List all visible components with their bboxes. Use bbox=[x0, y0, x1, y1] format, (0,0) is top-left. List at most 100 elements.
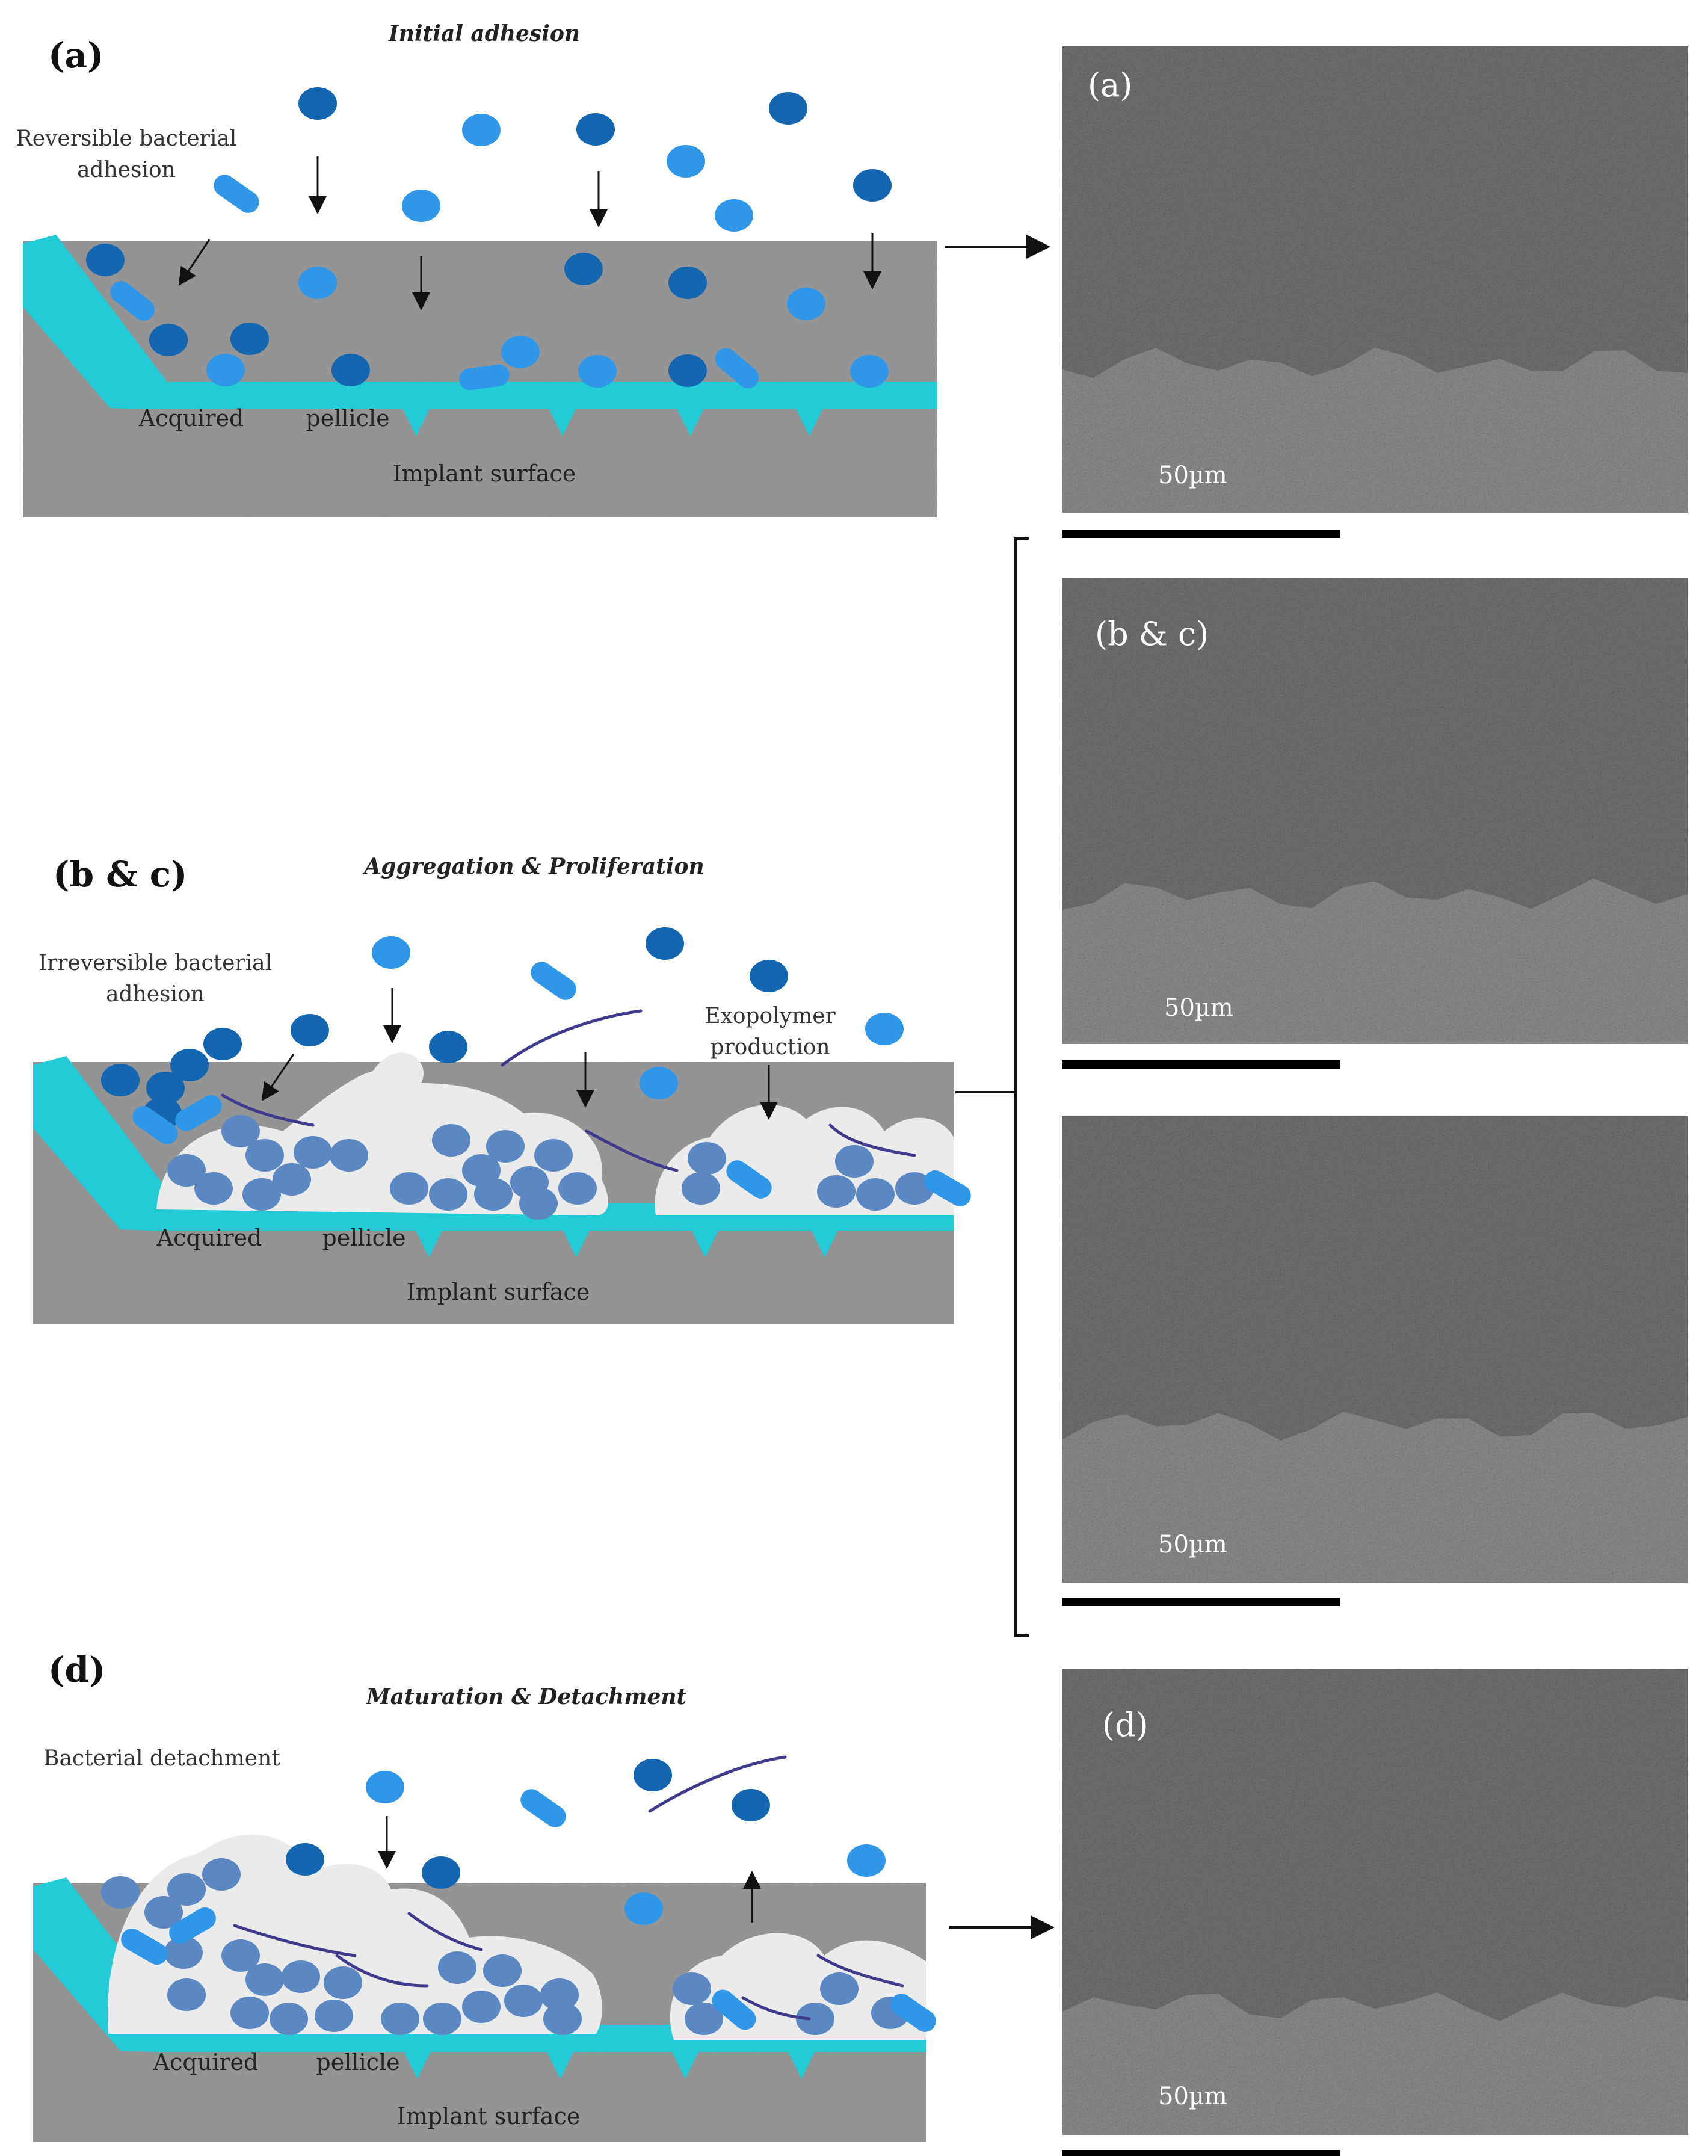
rod-bacterium bbox=[726, 1160, 772, 1199]
coccus-bacterium bbox=[273, 1163, 311, 1196]
coccus-bacterium bbox=[202, 1858, 241, 1891]
stage-bc-arrows bbox=[261, 988, 778, 1120]
coccus-bacterium bbox=[270, 2003, 308, 2035]
coccus-bacterium bbox=[847, 1844, 886, 1877]
coccus-bacterium bbox=[769, 92, 807, 125]
micrograph-implant-surface bbox=[1062, 1992, 1688, 2135]
coccus-bacterium bbox=[86, 244, 125, 276]
coccus-bacterium bbox=[146, 1072, 185, 1104]
coccus-bacterium bbox=[501, 336, 540, 368]
micrograph-bc-label: (b & c) bbox=[1095, 615, 1209, 653]
stage-bc-bacteria bbox=[101, 927, 971, 1220]
coccus-bacterium bbox=[438, 1951, 476, 1984]
coccus-bacterium bbox=[366, 1771, 404, 1803]
coccus-bacterium bbox=[685, 2003, 723, 2035]
coccus-bacterium bbox=[221, 1115, 260, 1147]
stage-d-acquired-label: Acquired bbox=[153, 2049, 259, 2075]
coccus-bacterium bbox=[298, 267, 337, 299]
coccus-bacterium bbox=[164, 1936, 203, 1969]
coccus-bacterium bbox=[294, 1136, 332, 1169]
stage-bc-note-line1: Irreversible bacterial bbox=[39, 951, 272, 975]
stage-a-pellicle-label: pellicle bbox=[306, 405, 389, 431]
micrograph-d-label: (d) bbox=[1102, 1706, 1148, 1744]
coccus-bacterium bbox=[101, 1876, 140, 1909]
coccus-bacterium bbox=[429, 1031, 467, 1063]
stage-d-diagram: (d) Maturation & Detachment Bacterial de… bbox=[33, 1649, 936, 2142]
coccus-bacterium bbox=[564, 253, 603, 285]
stage-bc-diagram: (b & c) Aggregation & Proliferation Irre… bbox=[33, 854, 971, 1324]
coccus-bacterium bbox=[402, 190, 440, 222]
coccus-bacterium bbox=[865, 1013, 904, 1045]
coccus-bacterium bbox=[732, 1789, 770, 1821]
coccus-bacterium bbox=[856, 1178, 895, 1211]
rod-bacterium bbox=[520, 1789, 566, 1827]
micrograph-c-scale: 50µm bbox=[1158, 1531, 1227, 1558]
exopolymer-strand bbox=[585, 1129, 679, 1172]
coccus-bacterium bbox=[167, 1154, 206, 1187]
coccus-bacterium bbox=[667, 145, 705, 178]
scale-bar bbox=[1062, 1598, 1340, 1606]
micrograph-implant-surface bbox=[1062, 1412, 1688, 1583]
coccus-bacterium bbox=[422, 1856, 460, 1889]
stage-bc-title: Aggregation & Proliferation bbox=[362, 854, 704, 879]
exopolymer-strand bbox=[221, 1093, 315, 1127]
stage-d-letter: (d) bbox=[48, 1649, 105, 1690]
rod-bacterium bbox=[214, 175, 259, 213]
coccus-bacterium bbox=[242, 1178, 281, 1211]
coccus-bacterium bbox=[291, 1014, 329, 1046]
rod-bacterium bbox=[890, 1994, 936, 2032]
coccus-bacterium bbox=[245, 1963, 284, 1996]
rod-bacterium bbox=[712, 1989, 756, 2030]
stage-bc-pellicle-label: pellicle bbox=[322, 1225, 405, 1251]
coccus-bacterium bbox=[715, 199, 753, 232]
coccus-bacterium bbox=[668, 354, 707, 387]
stage-a-letter: (a) bbox=[48, 35, 103, 76]
coccus-bacterium bbox=[578, 355, 617, 388]
coccus-bacterium bbox=[668, 267, 707, 299]
coccus-bacterium bbox=[835, 1145, 874, 1178]
coccus-bacterium bbox=[230, 1997, 269, 2029]
rod-bacterium bbox=[715, 348, 759, 389]
micrograph-1 bbox=[1062, 46, 1688, 538]
micrographs bbox=[1062, 46, 1688, 2156]
coccus-bacterium bbox=[331, 354, 370, 386]
stage-bc-acquired-label: Acquired bbox=[156, 1225, 262, 1251]
coccus-bacterium bbox=[640, 1067, 678, 1099]
coccus-bacterium bbox=[474, 1178, 513, 1211]
exopolymer-strand bbox=[816, 1954, 904, 1988]
coccus-bacterium bbox=[330, 1139, 368, 1172]
rod-bacterium bbox=[459, 364, 510, 391]
rod-bacterium bbox=[531, 962, 576, 1000]
coccus-bacterium bbox=[381, 2003, 419, 2035]
coccus-bacterium bbox=[483, 1954, 522, 1987]
coccus-bacterium bbox=[486, 1130, 525, 1163]
coccus-bacterium bbox=[558, 1172, 597, 1205]
rod-bacterium bbox=[175, 1095, 222, 1131]
coccus-bacterium bbox=[170, 1049, 209, 1081]
coccus-bacterium bbox=[820, 1972, 859, 2005]
exopolymer-strand bbox=[828, 1123, 916, 1157]
stage-d-arrows bbox=[378, 1816, 761, 1923]
stage-a-diagram: (a) Initial adhesion Reversible bacteria… bbox=[16, 21, 937, 517]
coccus-bacterium bbox=[194, 1172, 233, 1205]
coccus-bacterium bbox=[543, 2003, 582, 2035]
connectors bbox=[945, 235, 1055, 1939]
rod-bacterium bbox=[110, 281, 155, 321]
stage-a-arrows bbox=[178, 156, 881, 310]
coccus-bacterium bbox=[850, 355, 889, 388]
coccus-bacterium bbox=[167, 1873, 206, 1906]
coccus-bacterium bbox=[282, 1960, 320, 1993]
stage-a-title: Initial adhesion bbox=[388, 21, 580, 46]
coccus-bacterium bbox=[540, 1978, 579, 2011]
scale-bar bbox=[1062, 1060, 1340, 1069]
rod-bacterium bbox=[169, 1907, 216, 1944]
coccus-bacterium bbox=[101, 1064, 140, 1096]
coccus-bacterium bbox=[462, 114, 501, 146]
micrograph-implant-surface bbox=[1062, 347, 1688, 513]
coccus-bacterium bbox=[504, 1985, 543, 2017]
stage-bc-implant-label: Implant surface bbox=[407, 1279, 590, 1305]
coccus-bacterium bbox=[221, 1939, 260, 1972]
coccus-bacterium bbox=[149, 324, 188, 356]
coccus-bacterium bbox=[682, 1172, 720, 1205]
coccus-bacterium bbox=[624, 1892, 663, 1925]
